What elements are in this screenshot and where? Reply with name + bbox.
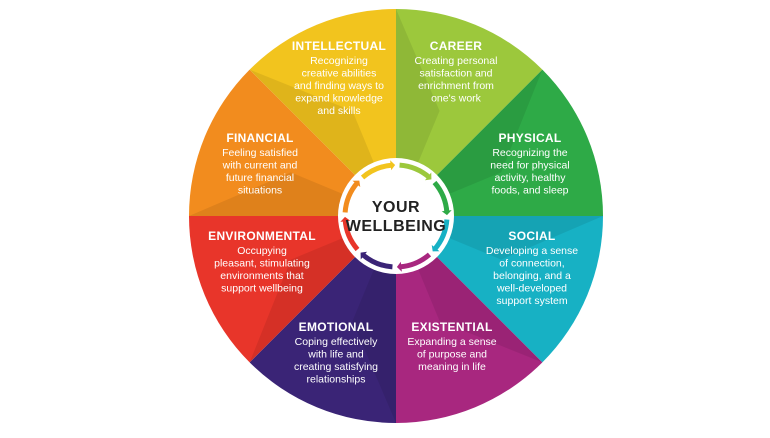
segment-description-line: activity, healthy <box>494 172 566 184</box>
segment-title-social: SOCIAL <box>508 229 555 243</box>
cycle-arc-career <box>399 162 432 180</box>
segment-title-financial: FINANCIAL <box>226 131 293 145</box>
segment-description-line: Coping effectively <box>295 336 378 348</box>
segment-description-line: support system <box>496 295 567 307</box>
segment-description-line: future financial <box>226 172 294 184</box>
cycle-arrowhead-social <box>431 244 440 252</box>
segment-title-physical: PHYSICAL <box>498 131 561 145</box>
segment-description-line: creative abilities <box>302 68 377 80</box>
segment-physical <box>396 69 603 216</box>
cycle-arrowhead-existential <box>396 261 402 272</box>
segment-title-environmental: ENVIRONMENTAL <box>208 229 316 243</box>
segment-description-line: Developing a sense <box>486 245 578 257</box>
cycle-arrowhead-intellectual <box>390 160 396 171</box>
segment-description-line: one's work <box>431 93 482 105</box>
cycle-arrowhead-environmental <box>340 216 351 222</box>
cycle-arrowhead-physical <box>441 210 452 216</box>
cycle-arrowhead-emotional <box>360 251 368 260</box>
cycle-arc-environmental <box>342 219 360 252</box>
segment-description-line: of connection, <box>499 258 564 270</box>
cycle-arc-social <box>432 219 450 252</box>
cycle-arc-existential <box>399 252 432 270</box>
segment-emotional <box>249 216 396 423</box>
center-hub-inner-disc <box>352 172 440 260</box>
segment-career <box>396 9 543 216</box>
segment-description-line: satisfaction and <box>420 68 493 80</box>
segment-description-line: meaning in life <box>418 361 486 373</box>
segment-description-line: Creating personal <box>415 55 498 67</box>
segment-title-emotional: EMOTIONAL <box>299 320 374 334</box>
segment-description-line: creating satisfying <box>294 361 378 373</box>
center-title-line1: YOUR <box>372 199 420 216</box>
segment-description-line: pleasant, stimulating <box>214 258 310 270</box>
segment-description-line: relationships <box>307 374 366 386</box>
center-hub: YOUR WELLBEING <box>338 158 454 274</box>
segment-description-line: situations <box>238 185 282 197</box>
segment-description-line: support wellbeing <box>221 283 303 295</box>
segment-financial <box>189 69 396 216</box>
segment-shade-environmental <box>249 216 396 363</box>
segment-description-line: expand knowledge <box>295 93 383 105</box>
segment-description-line: belonging, and a <box>493 270 571 282</box>
segment-description-line: Feeling satisfied <box>222 147 298 159</box>
segment-description-line: need for physical <box>490 160 569 172</box>
segment-description-line: well-developed <box>496 283 567 295</box>
cycle-arc-physical <box>432 180 450 213</box>
segment-description-line: environments that <box>220 270 304 282</box>
cycle-arrowhead-financial <box>352 180 361 188</box>
cycle-arc-financial <box>342 180 360 213</box>
segment-description-line: with life and <box>307 349 364 361</box>
center-title-line2: WELLBEING <box>346 218 447 235</box>
cycle-arrows-icon <box>340 160 452 272</box>
segment-description-line: and finding ways to <box>294 80 384 92</box>
segment-title-existential: EXISTENTIAL <box>411 320 492 334</box>
segment-description-line: Recognizing the <box>492 147 567 159</box>
segment-description-line: with current and <box>222 160 298 172</box>
segment-existential <box>396 216 543 423</box>
cycle-arc-emotional <box>360 252 393 270</box>
segment-intellectual <box>249 9 396 216</box>
segment-environmental <box>189 216 396 363</box>
segment-title-career: CAREER <box>430 39 483 53</box>
segment-title-intellectual: INTELLECTUAL <box>292 39 386 53</box>
cycle-arc-intellectual <box>360 162 393 180</box>
cycle-arrowhead-career <box>424 172 432 181</box>
segment-description-line: and skills <box>317 105 360 117</box>
segment-description-line: Recognizing <box>310 55 368 67</box>
segment-description-line: of purpose and <box>417 349 487 361</box>
segment-description-line: Expanding a sense <box>407 336 496 348</box>
segment-social <box>396 216 603 363</box>
segment-description-line: enrichment from <box>418 80 494 92</box>
segment-description-line: foods, and sleep <box>491 185 568 197</box>
segment-description-line: Occupying <box>237 245 287 257</box>
